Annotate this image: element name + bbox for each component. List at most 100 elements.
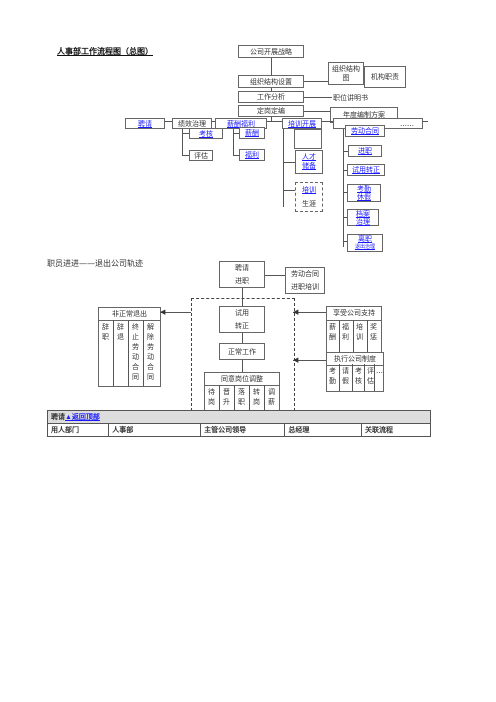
chart2-title: 职员进进——退出公司轨迹 [47, 259, 143, 268]
probation-link[interactable]: 试用转正 [347, 164, 385, 176]
connector [293, 312, 326, 313]
adjust-col-1: 晋升 [223, 388, 230, 406]
exit-box[interactable]: 离职 退出治理 [347, 234, 383, 252]
connector [182, 133, 189, 134]
abnormal-exit-box: 非正常退出 [98, 307, 161, 387]
main-title: 人事部工作流程图（总图） [57, 47, 153, 56]
connector [271, 88, 272, 92]
connector [233, 129, 234, 156]
strategy-box: 公司开展战略 [238, 45, 304, 58]
divider [249, 385, 250, 410]
policy-col-0: 考勤 [329, 367, 336, 385]
connector [242, 360, 243, 372]
divider [367, 320, 368, 353]
connector [283, 162, 295, 163]
connector [161, 312, 191, 313]
divider [219, 385, 220, 410]
assess-link[interactable]: 考核 [189, 128, 223, 139]
archive-box[interactable]: 档案 治理 [347, 209, 379, 226]
connector [283, 129, 284, 207]
col-related: 关联流程 [361, 423, 431, 437]
connector [271, 58, 272, 75]
arrow-left-icon: ◀ [293, 308, 299, 316]
support-col-3: 奖惩 [370, 323, 377, 341]
talent-reserve-link[interactable]: 人才储备 [295, 150, 323, 174]
connector [182, 129, 183, 156]
callout-job-desc: 职位讲明书 [333, 94, 368, 102]
support-col-2: 培训 [356, 323, 363, 341]
evaluate-box: 评估 [189, 150, 213, 161]
training-placeholder [294, 129, 322, 149]
callout-duty: 机构职责 [364, 66, 406, 88]
connector [343, 170, 347, 171]
adjust-col-4: 调薪 [268, 388, 275, 406]
exit-col-0: 辞职 [102, 323, 109, 341]
org-design-box: 组织结构设置 [238, 75, 304, 88]
divider [339, 364, 340, 391]
connector [233, 133, 239, 134]
attendance-leave-box: 考勤 休假 [347, 184, 381, 202]
leave-link[interactable]: 休假 [357, 193, 371, 201]
training-link[interactable]: 培训 [302, 186, 316, 194]
support-col-0: 薪酬 [329, 323, 336, 341]
recruit-link[interactable]: 聘请 [125, 118, 165, 129]
connector [182, 155, 189, 156]
salary-link[interactable]: 薪酬 [239, 127, 265, 139]
training-dev-box[interactable]: 培训开展 [282, 118, 322, 129]
connector [283, 190, 295, 191]
onboard-link[interactable]: 进职 [348, 145, 382, 157]
connector [242, 288, 243, 306]
col-gm: 总经理 [284, 423, 363, 437]
connector [343, 192, 347, 193]
divider [374, 364, 375, 391]
career-label: 生涯 [302, 200, 316, 208]
process-table: 聘请▲返回顶部 用人部门 人事部 主管公司领导 总经理 关联流程 [46, 410, 431, 437]
divider [339, 320, 340, 353]
col-hr: 人事部 [108, 423, 202, 437]
connector [304, 97, 332, 98]
adjust-col-3: 转岗 [253, 388, 260, 406]
connector [304, 111, 330, 112]
col-dept: 用人部门 [46, 423, 110, 437]
divider [113, 320, 114, 386]
policy-col-3: 评估 [367, 367, 374, 385]
exit-col-3: 解除劳动合同 [147, 323, 154, 381]
job-analysis-box: 工作分析 [238, 91, 304, 103]
connector [343, 151, 348, 152]
connector [265, 275, 285, 276]
labor-contract-link[interactable]: 劳动合同 [345, 125, 385, 137]
connector [343, 129, 344, 247]
connector [343, 241, 347, 242]
connector [293, 360, 326, 361]
divider [128, 320, 129, 386]
policy-col-4: … [376, 367, 383, 375]
connector [271, 117, 272, 121]
arrow-left-icon: ◀ [160, 308, 166, 316]
training-career-box: 培训 生涯 [295, 182, 323, 212]
adjust-col-2: 落职 [238, 388, 245, 406]
policy-col-1: 请假 [342, 367, 349, 385]
connector [233, 155, 239, 156]
divider [352, 364, 353, 391]
attendance-link[interactable]: 考勤 [357, 185, 371, 193]
staffing-box: 定岗定编 [238, 105, 304, 117]
support-col-1: 福利 [342, 323, 349, 341]
probation-box: 试用 转正 [219, 306, 265, 333]
nav-recruit-label: 聘请 [51, 414, 65, 421]
divider [264, 385, 265, 410]
adjust-col-0: 待岗 [208, 388, 215, 406]
connector [343, 217, 347, 218]
arrow-left-icon: ◀ [293, 356, 299, 364]
back-to-top-link[interactable]: ▲返回顶部 [65, 414, 100, 421]
divider [353, 320, 354, 353]
support-box: 享受公司支持 [326, 306, 382, 354]
divider [143, 320, 144, 386]
connector [304, 81, 328, 82]
welfare-link[interactable]: 福利 [239, 149, 265, 161]
normal-work-box: 正常工作 [219, 343, 265, 360]
exit-col-2: 终止劳动合同 [132, 323, 139, 381]
exit-col-1: 辞退 [117, 323, 124, 341]
recruit-onboard-box: 聘请 进职 [219, 261, 265, 288]
connector [242, 333, 243, 343]
contract-training-box: 劳动合同 进职培训 [285, 267, 325, 294]
